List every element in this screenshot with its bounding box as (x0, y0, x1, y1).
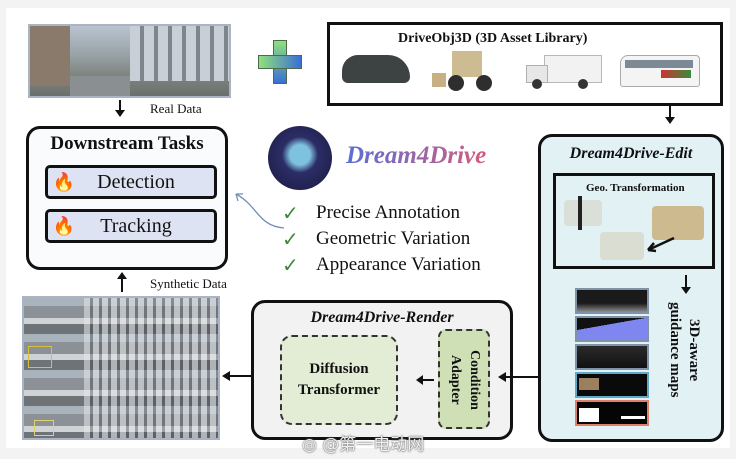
rotated-loader-icon (564, 200, 602, 226)
geo-transformation-title: Geo. Transformation (586, 182, 685, 194)
task-tracking: 🔥 Tracking (45, 209, 217, 243)
weibo-icon: ◎ (302, 435, 323, 455)
guidance-map-semantic (575, 316, 649, 342)
arrow-render-to-synthetic (230, 375, 252, 377)
real-data-image (28, 24, 231, 98)
wheel-loader-icon (652, 206, 704, 240)
guidance-map-mask (575, 400, 649, 426)
feature-precise-annotation: ✓ Precise Annotation (282, 201, 460, 225)
asset-library-title: DriveObj3D (3D Asset Library) (398, 31, 588, 46)
real-data-label: Real Data (150, 101, 202, 116)
downstream-tasks-box: Downstream Tasks 🔥 Detection 🔥 Tracking (26, 126, 228, 270)
wheel-loader-icon (432, 51, 500, 91)
translated-loader-icon (600, 232, 644, 260)
check-icon: ✓ (282, 201, 299, 225)
detection-box (34, 420, 54, 436)
task-label: Tracking (100, 214, 172, 237)
arrow-geo-to-maps (685, 275, 687, 289)
feature-geometric-variation: ✓ Geometric Variation (282, 227, 470, 251)
plus-icon (258, 40, 302, 84)
brand-name: Dream4Drive (346, 142, 487, 169)
arrow-head-icon (222, 371, 230, 381)
arrow-edit-to-render (506, 376, 538, 378)
synthetic-data-label: Synthetic Data (150, 276, 227, 291)
arrow-library-to-edit (669, 106, 671, 118)
render-title: Dream4Drive-Render (310, 309, 454, 326)
flame-icon: 🔥 (52, 171, 76, 192)
downstream-tasks-title: Downstream Tasks (50, 133, 204, 154)
check-icon: ✓ (282, 253, 299, 277)
car-icon (342, 55, 410, 83)
geo-transformation-box: Geo. Transformation (553, 173, 715, 269)
condition-adapter-module: Condition Adapter (438, 329, 490, 429)
guidance-map-depth (575, 288, 649, 314)
dream4drive-render-box: Dream4Drive-Render Diffusion Transformer… (251, 300, 513, 440)
diffusion-transformer-module: Diffusion Transformer (280, 335, 398, 425)
flame-icon: 🔥 (52, 215, 76, 236)
arrow-head-icon (681, 287, 691, 294)
synthetic-data-image (22, 296, 220, 440)
arrow-adapter-to-diffusion (422, 379, 434, 381)
rotation-icon (578, 196, 582, 230)
detection-box (28, 346, 52, 368)
task-detection: 🔥 Detection (45, 165, 217, 199)
task-label: Detection (97, 170, 175, 193)
guidance-map-edges (575, 344, 649, 370)
edit-title: Dream4Drive-Edit (569, 145, 693, 162)
dream4drive-logo (268, 126, 332, 190)
feature-label: Geometric Variation (316, 228, 471, 249)
feature-label: Precise Annotation (316, 202, 461, 223)
watermark-text: @第一电动网 (322, 435, 425, 455)
arrow-head-icon (115, 110, 125, 117)
watermark: ◎ @第一电动网 (302, 430, 424, 455)
feature-label: Appearance Variation (316, 254, 481, 275)
translate-arrow-icon (647, 236, 675, 253)
check-icon: ✓ (282, 227, 299, 251)
arrow-head-icon (498, 372, 506, 382)
asset-library-box: DriveObj3D (3D Asset Library) (327, 22, 723, 106)
diffusion-transformer-label: Diffusion Transformer (297, 361, 381, 398)
arrow-head-icon (117, 272, 127, 279)
guidance-maps-label: 3D-aware guidance maps (667, 302, 702, 398)
arrow-head-icon (416, 375, 423, 385)
feature-appearance-variation: ✓ Appearance Variation (282, 253, 481, 277)
arrow-real-to-tasks (119, 100, 121, 112)
arrow-head-icon (665, 117, 675, 124)
guidance-map-object (575, 372, 649, 398)
bus-icon (620, 55, 700, 87)
curved-arrow-icon (235, 193, 285, 229)
condition-adapter-label: Condition Adapter (448, 350, 482, 410)
arrow-synthetic-to-tasks (121, 278, 123, 292)
box-truck-icon (526, 55, 602, 89)
